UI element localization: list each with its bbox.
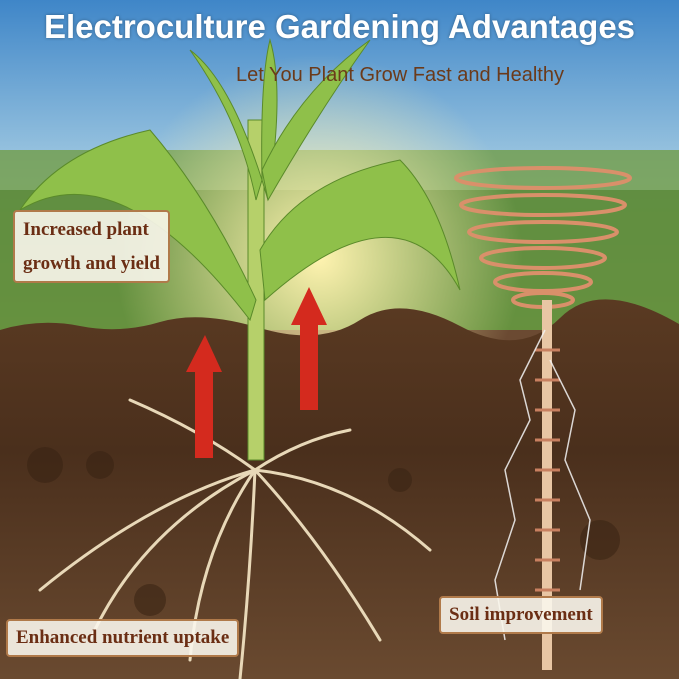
page-title: Electroculture Gardening Advantages [43, 8, 636, 45]
soil-label: Soil improvement [439, 596, 603, 634]
growth-label: Increased plant growth and yield [13, 210, 170, 283]
plant [19, 38, 461, 461]
title-bar: Electroculture Gardening Advantages [0, 6, 679, 50]
nutrient-label: Enhanced nutrient uptake [6, 619, 240, 657]
growth-label-line-1: Increased plant [23, 219, 149, 240]
red-arrow [186, 287, 327, 458]
growth-label-line-2: growth and yield [23, 253, 160, 274]
copper-coil [454, 166, 632, 309]
page-subtitle: Let You Plant Grow Fast and Healthy [236, 64, 564, 86]
